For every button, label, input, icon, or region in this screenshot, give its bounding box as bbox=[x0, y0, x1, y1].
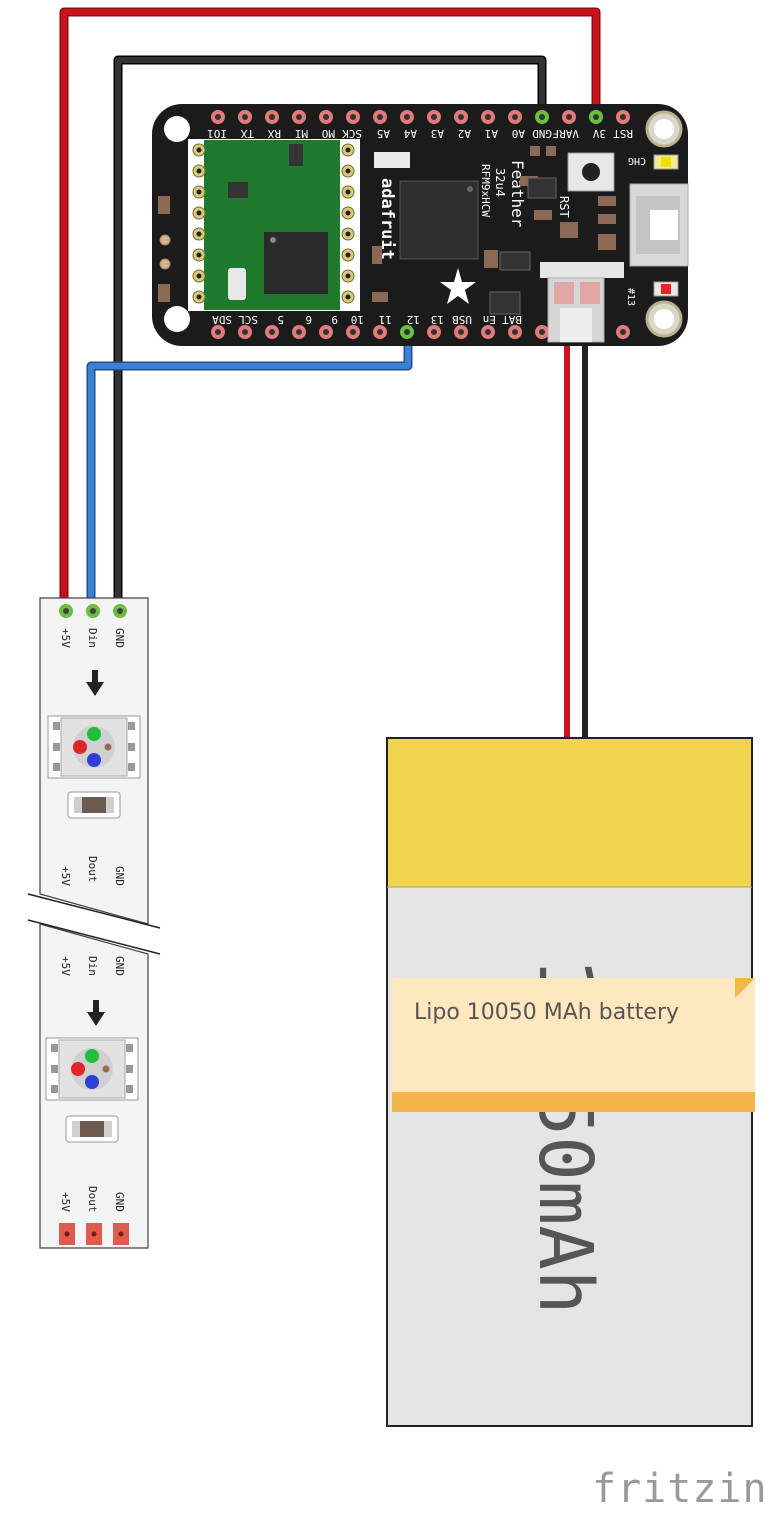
pin-label-en: En bbox=[483, 313, 496, 326]
arrow-down-icon bbox=[86, 670, 104, 696]
strip-out2-label-gnd: GND bbox=[113, 1192, 126, 1212]
pin-label-usb: USB bbox=[452, 313, 472, 326]
pin-label-3v: 3V bbox=[592, 127, 606, 140]
strip-in2-label-gnd: GND bbox=[113, 956, 126, 976]
model-label: Feather bbox=[508, 160, 527, 228]
strip-out-label-5v: +5V bbox=[59, 866, 72, 886]
bottom-pin-labels: SDA SCL 5 6 9 10 11 12 13 USB En BAT bbox=[212, 313, 522, 326]
battery-note[interactable]: Lipo 10050 MAh battery bbox=[392, 978, 755, 1112]
brand-label: adafruit bbox=[377, 178, 397, 260]
pin-label-a0: A0 bbox=[512, 127, 525, 140]
pin-label-tx: TX bbox=[240, 127, 254, 140]
pin-label-mo: MO bbox=[322, 127, 335, 140]
adafruit-star-logo bbox=[440, 268, 476, 304]
pin-label-5: 5 bbox=[277, 313, 284, 326]
radio-module bbox=[188, 139, 360, 311]
microcontroller-chip bbox=[399, 180, 479, 260]
note-bottom-strip bbox=[392, 1092, 755, 1112]
resistor-2 bbox=[65, 1115, 119, 1143]
bottom-header-pins bbox=[211, 325, 630, 339]
strip-in-label-5v: +5V bbox=[59, 628, 72, 648]
pin-label-mi: MI bbox=[295, 127, 308, 140]
pin-label-12: 12 bbox=[407, 313, 420, 326]
strip-out-label-gnd: GND bbox=[113, 866, 126, 886]
led-strip[interactable]: +5V Din GND +5V Dout GND +5V Din GND +5V… bbox=[27, 597, 161, 1249]
mount-hole bbox=[164, 306, 190, 332]
arrow-down-icon bbox=[87, 1000, 105, 1026]
rst-label: RST bbox=[557, 196, 571, 218]
fritzing-logo: fritzing bbox=[592, 1466, 765, 1512]
pin-label-a2: A2 bbox=[458, 127, 471, 140]
pin-label-scl: SCL bbox=[238, 313, 258, 326]
pin-label-sck: SCK bbox=[342, 127, 362, 140]
pin-label-varf: VARF bbox=[553, 127, 580, 140]
pin-label-gnd: GND bbox=[532, 127, 552, 140]
note-fold-corner bbox=[735, 978, 755, 998]
pin-label-a5: A5 bbox=[377, 127, 390, 140]
usb-connector bbox=[629, 183, 689, 267]
strip-in-label-din: Din bbox=[86, 628, 99, 648]
pin-label-rst: RST bbox=[613, 127, 633, 140]
strip-in2-label-5v: +5V bbox=[59, 956, 72, 976]
reset-button[interactable] bbox=[567, 152, 615, 192]
pin-label-rx: RX bbox=[267, 127, 281, 140]
led-13-label: #13 bbox=[625, 288, 636, 306]
pin-label-io1: IO1 bbox=[207, 127, 227, 140]
pin-label-6: 6 bbox=[305, 313, 312, 326]
strip-out-label-dout: Dout bbox=[86, 856, 99, 883]
pin-label-a4: A4 bbox=[403, 127, 417, 140]
chg-label: CHG bbox=[628, 155, 646, 166]
pin-label-13: 13 bbox=[431, 313, 444, 326]
strip-input-pads[interactable] bbox=[59, 604, 127, 618]
pin-label-9: 9 bbox=[331, 313, 338, 326]
pin-label-11: 11 bbox=[379, 313, 392, 326]
strip-out2-label-5v: +5V bbox=[59, 1192, 72, 1212]
resistor-1 bbox=[67, 791, 121, 819]
pin-label-bat: BAT bbox=[502, 313, 522, 326]
battery-jst-connector bbox=[540, 262, 624, 343]
strip-output-pads[interactable] bbox=[59, 1223, 129, 1245]
top-header-pins bbox=[211, 110, 630, 124]
wires bbox=[59, 7, 601, 741]
pin-label-sda: SDA bbox=[212, 313, 232, 326]
wire-blue-data[interactable] bbox=[86, 327, 413, 615]
strip-out2-label-dout: Dout bbox=[86, 1186, 99, 1213]
pin-label-10: 10 bbox=[351, 313, 364, 326]
mount-hole bbox=[164, 116, 190, 142]
rgb-led-2 bbox=[45, 1037, 139, 1101]
pin-label-a1: A1 bbox=[485, 127, 498, 140]
pin-label-a3: A3 bbox=[431, 127, 444, 140]
strip-in2-label-din: Din bbox=[86, 956, 99, 976]
model-sub-label: 32u4 bbox=[493, 168, 507, 197]
strip-in-label-gnd: GND bbox=[113, 628, 126, 648]
model-sub2-label: RFM9xHCW bbox=[479, 164, 492, 217]
rgb-led-1 bbox=[47, 715, 141, 779]
note-text: Lipo 10050 MAh battery bbox=[414, 1000, 680, 1025]
